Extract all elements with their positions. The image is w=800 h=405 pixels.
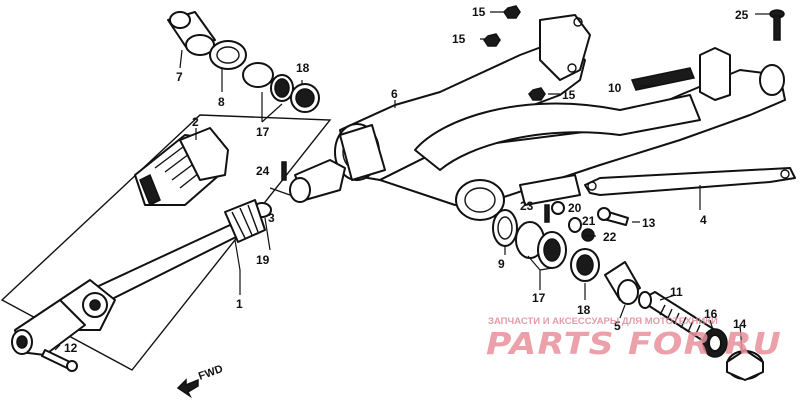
callout-3: 3	[268, 211, 275, 225]
callout-9: 9	[498, 257, 505, 271]
rubber-boot	[134, 127, 229, 207]
nut-15-low	[528, 87, 546, 101]
callout-21: 21	[582, 214, 596, 228]
shaft-assembly-boundary	[0, 114, 332, 371]
callout-24: 24	[256, 164, 270, 178]
watermark-logo: PARTS FOR RU	[486, 327, 782, 362]
callout-15-top: 15	[472, 5, 486, 19]
fwd-arrow-icon	[176, 378, 199, 399]
callout-16: 16	[704, 307, 718, 321]
callout-17-low: 17	[532, 291, 546, 305]
callout-23: 23	[520, 199, 534, 213]
callout-2: 2	[192, 115, 199, 129]
callout-8: 8	[218, 95, 225, 109]
callout-4: 4	[700, 213, 707, 227]
callout-11: 11	[670, 285, 683, 299]
callout-7-top: 7	[176, 70, 183, 84]
collar-21	[568, 217, 582, 233]
watermark-caption: ЗАПЧАСТИ И АКСЕССУАРЫ ДЛЯ МОТОТЕХНИКИ	[488, 316, 718, 327]
fwd-label: FWD	[197, 363, 225, 383]
callout-22: 22	[603, 230, 617, 244]
callout-20: 20	[568, 201, 582, 215]
nut-15-top	[503, 5, 521, 19]
callout-12: 12	[64, 341, 78, 355]
pivot-bolt-assembly	[638, 291, 764, 381]
fwd-indicator: FWD	[176, 363, 225, 399]
callout-25: 25	[735, 8, 749, 22]
pin-24	[281, 161, 287, 181]
callout-15-mid: 15	[452, 32, 466, 46]
nut-22	[581, 228, 595, 242]
callout-10: 10	[608, 81, 622, 95]
callout-17-top: 17	[256, 125, 270, 139]
leader-lines	[54, 11, 770, 351]
washer-20	[551, 201, 565, 215]
bolt-25	[769, 9, 785, 41]
callout-19: 19	[256, 253, 270, 267]
drive-shaft	[11, 199, 266, 356]
callout-1: 1	[236, 297, 243, 311]
pin-23	[544, 204, 550, 223]
callout-numbers: 7 8 17 18 2 24 3 19 1 12 6 10 15 15 15 2…	[64, 5, 749, 355]
callout-14: 14	[733, 317, 747, 331]
callout-15-low: 15	[562, 88, 576, 102]
swing-arm-label-plate	[630, 67, 696, 91]
brake-torque-rod	[584, 167, 796, 196]
nut-15-mid	[483, 33, 501, 47]
swing-arm	[334, 14, 786, 221]
callout-6: 6	[391, 87, 398, 101]
callout-13: 13	[642, 216, 656, 230]
callout-18-top: 18	[296, 61, 310, 75]
callout-5: 5	[614, 319, 621, 333]
callout-18-low: 18	[577, 303, 591, 317]
top-bearing-stack	[167, 11, 320, 113]
watermark: ЗАПЧАСТИ И АКСЕССУАРЫ ДЛЯ МОТОТЕХНИКИ PA…	[486, 316, 782, 362]
lower-bearing-stack	[492, 209, 641, 305]
